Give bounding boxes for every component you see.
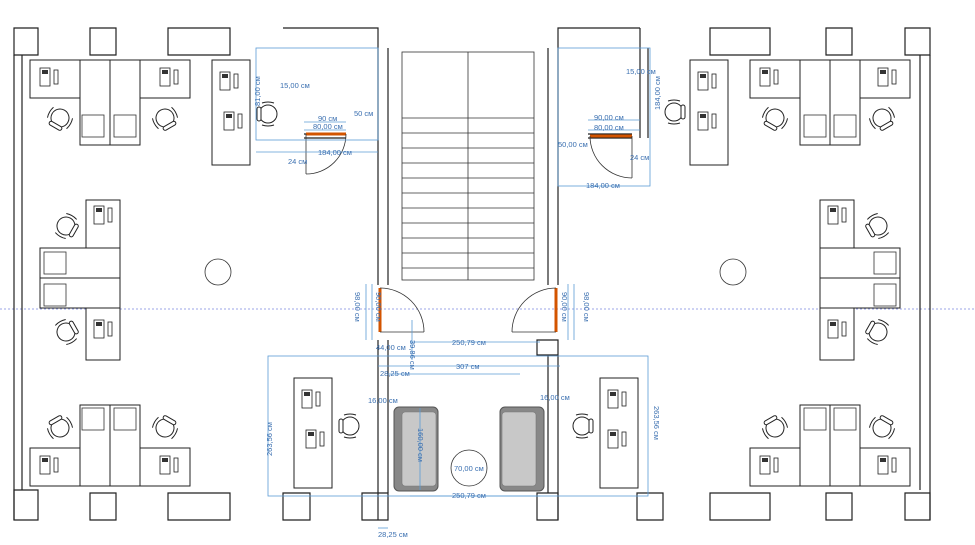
dim-15-left: 15,00 см — [280, 81, 310, 90]
walls — [13, 27, 931, 521]
dim-39-86: 39,86 см — [408, 340, 417, 370]
dim-263-left: 263,56 см — [265, 422, 274, 456]
workstation-cluster-middle-right — [819, 199, 901, 361]
column-right — [719, 258, 747, 286]
dim-28-25-bottom: 28,25 см — [378, 530, 408, 539]
dim-44: 44,00 см — [376, 343, 406, 352]
dim-15-right: 15,00 см — [626, 67, 656, 76]
dim-50-left: 50 см — [354, 109, 373, 118]
dim-90-right-vertical: 90,00 см — [560, 292, 569, 322]
dim-80-left: 80,00 см — [313, 122, 343, 131]
coffee-table — [450, 449, 488, 487]
workstation-cluster-bottom-right — [749, 404, 911, 487]
dim-90-left-vertical: 90,00 см — [374, 292, 383, 322]
office-desk-top-right — [664, 59, 729, 166]
office-desk-bottom-right — [572, 377, 639, 489]
dim-16-left: 16,00 см — [368, 396, 398, 405]
dim-250-top: 250,79 см — [452, 338, 486, 347]
dim-98-left: 98,00 см — [353, 292, 362, 322]
dim-98-right: 98,00 см — [582, 292, 591, 322]
dim-16-right: 16,00 см — [540, 393, 570, 402]
dim-184-left: 184,00 см — [318, 148, 352, 157]
dim-24-right: 24 см — [630, 153, 649, 162]
dim-24-left: 24 см — [288, 157, 307, 166]
dimension-labels: 15,00 см 81,00 см 90 см 80,00 см 50 см 1… — [253, 67, 662, 539]
dim-160: 160,00 см — [416, 428, 425, 462]
dim-90-right: 90,00 см — [594, 113, 624, 122]
dim-184-right-vertical: 184,00 см — [653, 76, 662, 110]
office-desk-bottom-left — [293, 377, 360, 489]
dim-184-right: 184,00 см — [586, 181, 620, 190]
workstation-cluster-top-right — [749, 59, 911, 146]
dim-250-bottom: 250,79 см — [452, 491, 486, 500]
lounge — [393, 406, 545, 492]
staircase — [401, 51, 535, 281]
column-left — [204, 258, 232, 286]
doors — [305, 132, 633, 333]
workstation-cluster-top-left — [29, 59, 191, 146]
dim-70: 70,00 см — [454, 464, 484, 473]
workstation-cluster-bottom-left — [29, 404, 191, 487]
dim-80-right: 80,00 см — [594, 123, 624, 132]
dim-28-25-top: 28,25 см — [380, 369, 410, 378]
dim-263-right: 263,56 см — [652, 406, 661, 440]
dim-50-right: 50,00 см — [558, 140, 588, 149]
dimension-lines — [255, 47, 651, 529]
dim-307: 307 см — [456, 362, 480, 371]
dim-90-left: 90 см — [318, 114, 337, 123]
dim-81-left: 81,00 см — [253, 76, 262, 106]
workstation-cluster-middle-left — [39, 199, 121, 361]
office-desk-top-left — [211, 59, 278, 166]
